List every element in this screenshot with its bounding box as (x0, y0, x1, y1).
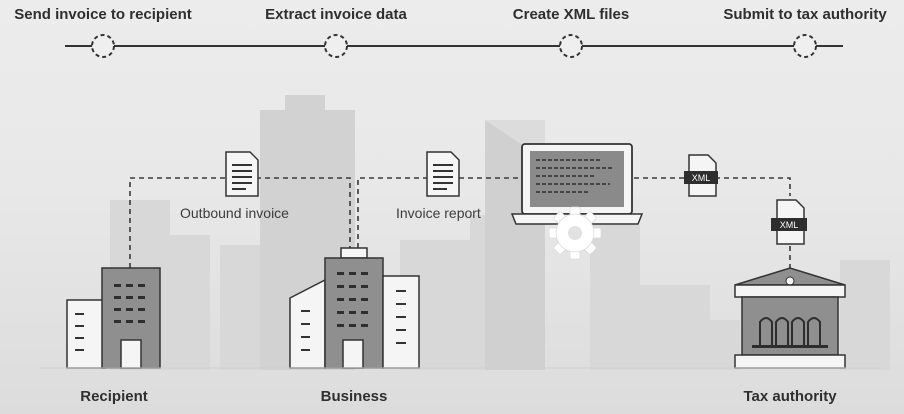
recipient-building (66, 267, 161, 369)
background-skyline (110, 95, 890, 370)
step-1-marker (91, 34, 115, 58)
step-4-marker (793, 34, 817, 58)
xml-file-icon: XML (684, 154, 718, 197)
step-label-extract: Extract invoice data (265, 6, 407, 23)
invoice-report-label: Invoice report (396, 205, 481, 221)
step-label-submit: Submit to tax authority (723, 6, 887, 23)
xml-tag-label: XML (780, 220, 799, 230)
tax-authority-label: Tax authority (743, 388, 837, 405)
step-label-send: Send invoice to recipient (14, 6, 192, 23)
step-label-create-xml: Create XML files (512, 6, 630, 23)
tax-authority-building (734, 267, 846, 369)
recipient-label: Recipient (80, 388, 148, 405)
invoice-report-document-icon (426, 151, 460, 197)
xml-tag-label: XML (692, 173, 711, 183)
step-3-marker (559, 34, 583, 58)
step-2-marker (324, 34, 348, 58)
process-timeline (65, 34, 843, 58)
outbound-invoice-document-icon (225, 151, 259, 197)
gear-icon (548, 206, 602, 260)
laptop-icon (510, 143, 644, 225)
xml-file-icon: XML (771, 199, 807, 245)
outbound-invoice-label: Outbound invoice (180, 205, 289, 221)
business-label: Business (320, 388, 388, 405)
